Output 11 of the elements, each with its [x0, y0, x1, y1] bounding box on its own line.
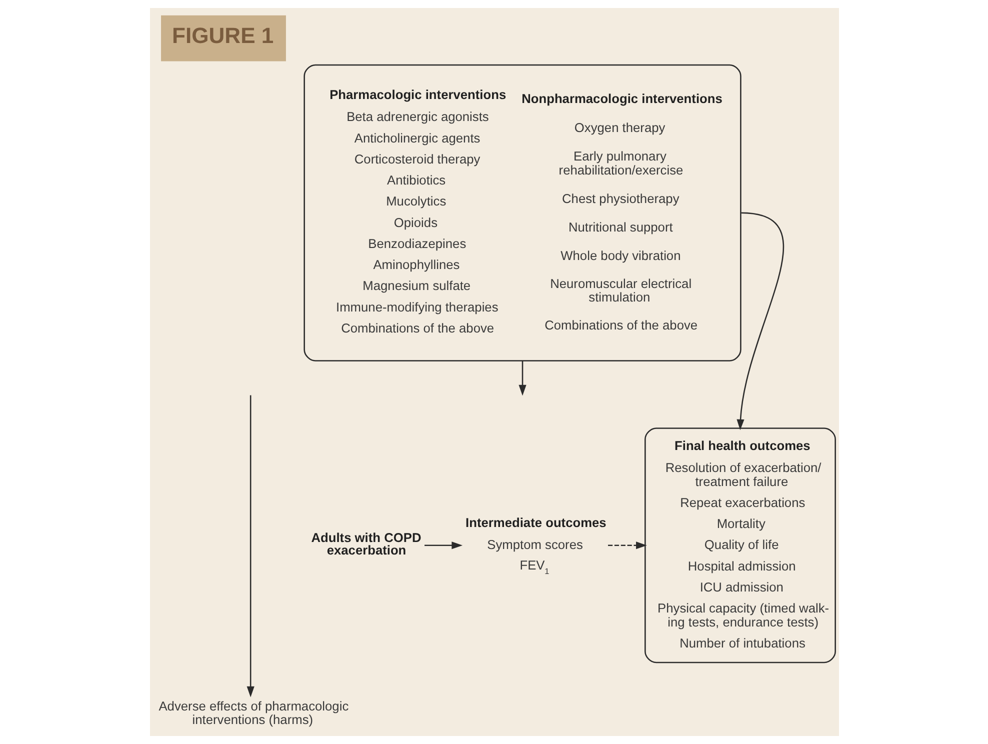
- node-text: Intermediate outcomes Symptom scores FEV$_{1}$: [465, 515, 606, 576]
- arrow: [424, 542, 462, 550]
- arrow: [736, 212, 784, 430]
- node-text: Adverse effects of pharmacologic interventions (harms): [158, 698, 348, 728]
- node-box: Pharmacologic interventions Beta adrenergic agonists Anticholinergic agents Corticosteroid therapy Antibiotics Mucolytics Opioids Benzodiazepines Aminophyllines Magnesium sulfate Immune-modifying therapies Combinations of the above Nonpharmacologic interventions Oxygen therapy Early pulmonary rehabilitation/exercise Chest physiotherapy Nutritional support Whole body vibration Neuromuscular electrical stimulation Combinations of the above: [303, 64, 741, 362]
- node-text: Adults with COPD exacerbation: [310, 530, 421, 558]
- node-box: Final health outcomes Resolution of exacerbation/ treatment failure Repeat exacerbations Mortality Quality of life Hospital admission ICU admission Physical capacity (timed walk- ing tests, endurance tests) Number of intubations: [644, 428, 836, 664]
- arrow: [246, 395, 254, 698]
- diagram-title: FIGURE 1: [172, 23, 274, 48]
- arrow: [608, 542, 646, 550]
- arrow: [518, 360, 526, 396]
